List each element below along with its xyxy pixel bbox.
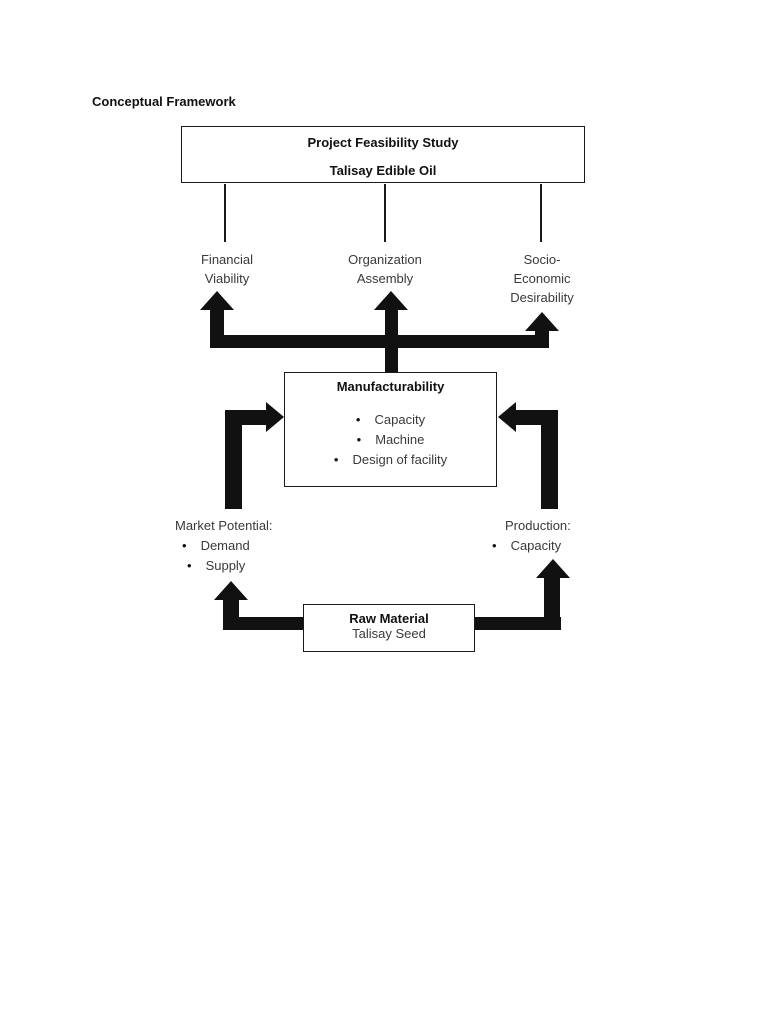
- bullet-icon: •: [187, 558, 192, 573]
- label-financial-viability: Financial Viability: [200, 252, 254, 286]
- arrow-up-market-potential-icon: [214, 581, 248, 600]
- arrow-up-socio-stem: [535, 329, 549, 336]
- bottom-left-horizontal: [223, 617, 305, 630]
- list-item: • Capacity: [480, 536, 600, 556]
- trident-center-downstem: [385, 347, 398, 374]
- bottom-right-horizontal: [474, 617, 561, 630]
- trident-horizontal-bar: [210, 335, 549, 348]
- manufacturability-list: • Capacity • Machine • Design of facilit…: [285, 410, 496, 470]
- list-item: • Demand: [170, 536, 305, 556]
- right-elbow-vertical: [541, 410, 558, 509]
- connector-line-organization: [384, 184, 386, 242]
- arrow-up-financial-icon: [200, 291, 234, 310]
- market-potential-heading: Market Potential:: [175, 518, 273, 533]
- label-socio-economic-desirability: Socio- Economic Desirability: [510, 252, 574, 305]
- arrow-left-into-manufacturability-icon: [498, 402, 516, 432]
- connector-line-socio: [540, 184, 542, 242]
- list-item: • Machine: [285, 430, 496, 450]
- bullet-icon: •: [182, 538, 187, 553]
- page-title: Conceptual Framework: [92, 94, 236, 109]
- raw-material-subtitle: Talisay Seed: [352, 626, 426, 641]
- bottom-right-vertical: [544, 576, 560, 630]
- bullet-icon: •: [333, 452, 339, 467]
- list-item: • Supply: [170, 556, 305, 576]
- bullet-icon: •: [356, 432, 362, 447]
- bullet-icon: •: [355, 412, 361, 427]
- arrow-up-production-icon: [536, 559, 570, 578]
- arrow-up-organization-stem: [385, 308, 398, 336]
- arrow-up-organization-icon: [374, 291, 408, 310]
- label-organization-assembly: Organization Assembly: [348, 252, 422, 286]
- manufacturability-title: Manufacturability: [336, 379, 445, 394]
- connector-line-financial: [224, 184, 226, 242]
- raw-material-title: Raw Material: [349, 611, 429, 626]
- left-elbow-vertical: [225, 410, 242, 509]
- manufacturability-box: Manufacturability • Capacity • Machine •…: [284, 372, 497, 487]
- bullet-icon: •: [492, 538, 497, 553]
- production-heading: Production:: [505, 518, 571, 533]
- arrow-up-socio-icon: [525, 312, 559, 331]
- project-feasibility-subtitle: Talisay Edible Oil: [329, 163, 437, 178]
- production-block: Production: • Capacity: [480, 516, 600, 556]
- arrow-up-financial-stem: [210, 308, 224, 336]
- list-item: • Capacity: [285, 410, 496, 430]
- market-potential-block: Market Potential: • Demand • Supply: [170, 516, 305, 576]
- project-feasibility-box: Project Feasibility Study Talisay Edible…: [181, 126, 585, 183]
- list-item: • Design of facility: [285, 450, 496, 470]
- arrow-right-into-manufacturability-icon: [266, 402, 284, 432]
- project-feasibility-title: Project Feasibility Study: [307, 135, 459, 150]
- raw-material-box: Raw Material Talisay Seed: [303, 604, 475, 652]
